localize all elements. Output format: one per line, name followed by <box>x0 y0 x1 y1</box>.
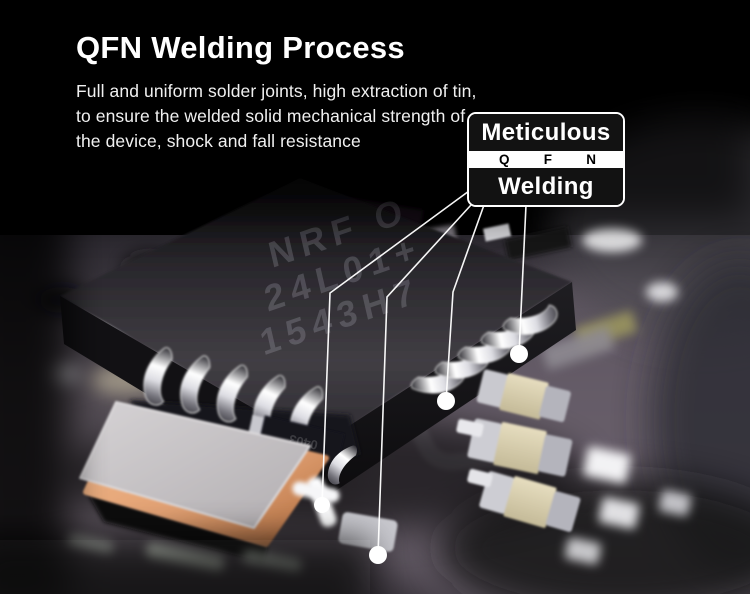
capacitor <box>476 369 571 423</box>
bright-pads-right <box>564 446 692 565</box>
subtitle-line: the device, shock and fall resistance <box>76 131 361 151</box>
callout-top-label: Meticulous <box>469 114 623 151</box>
leader-line <box>377 204 472 556</box>
weld-dot <box>510 345 528 363</box>
callout-bottom-label: Welding <box>469 168 623 205</box>
weld-dot <box>369 546 387 564</box>
leader-line <box>321 190 470 506</box>
callout-letter-band: Q F N <box>469 151 623 168</box>
chip-top-face <box>60 178 572 446</box>
leader-line <box>445 204 485 402</box>
callout-letter-q: Q <box>499 152 510 167</box>
weld-dot <box>314 497 330 513</box>
subtitle-line: to ensure the welded solid mechanical st… <box>76 106 466 126</box>
capacitors <box>456 369 581 532</box>
callout-letter-n: N <box>586 152 596 167</box>
component-body <box>257 415 345 466</box>
subtitle-line: Full and uniform solder joints, high ext… <box>76 81 477 101</box>
capacitor <box>467 418 573 477</box>
header: QFN Welding Process Full and uniform sol… <box>76 30 496 154</box>
leader-line <box>518 204 527 355</box>
weld-dot <box>437 392 455 410</box>
subtitle: Full and uniform solder joints, high ext… <box>76 79 496 154</box>
callout-leaders <box>321 190 527 556</box>
weld-dots <box>314 345 528 564</box>
oscillator-top <box>79 401 311 529</box>
page-title: QFN Welding Process <box>76 30 405 65</box>
callout-letter-f: F <box>543 152 552 167</box>
vignette <box>0 98 750 594</box>
qfn-callout-box: Meticulous Q F N Welding <box>467 112 625 207</box>
